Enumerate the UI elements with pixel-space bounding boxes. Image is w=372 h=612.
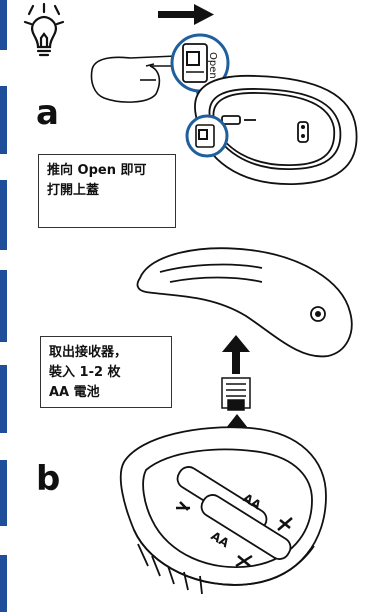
section-bar-1	[0, 0, 7, 50]
section-bar-7	[0, 555, 7, 612]
receiver-illustration	[221, 377, 251, 411]
section-bar-4	[0, 270, 7, 342]
mouse-open-illustration	[119, 426, 327, 595]
switch-location-circle	[185, 114, 229, 158]
lightbulb-icon	[23, 2, 65, 57]
arrow-right-icon	[158, 4, 214, 25]
arrow-up-icon	[222, 335, 250, 374]
battery-compartment	[176, 466, 292, 560]
step-b-callout: 取出接收器， 裝入 1-2 枚 AA 電池	[40, 336, 172, 408]
section-bar-3	[0, 180, 7, 250]
step-b-letter: b	[36, 459, 61, 499]
step-a-letter: a	[36, 93, 59, 133]
mouse-bottom-illustration	[194, 74, 358, 185]
mouse-cover-illustration	[136, 247, 353, 358]
section-bar-5	[0, 365, 7, 433]
switch-zoom-circle	[170, 33, 230, 93]
section-bar-6	[0, 460, 7, 526]
step-a-callout: 推向 Open 即可 打開上蓋	[38, 154, 176, 228]
hand-illustration	[90, 55, 186, 103]
switch-label: Open	[207, 52, 218, 79]
section-bar-2	[0, 86, 7, 154]
